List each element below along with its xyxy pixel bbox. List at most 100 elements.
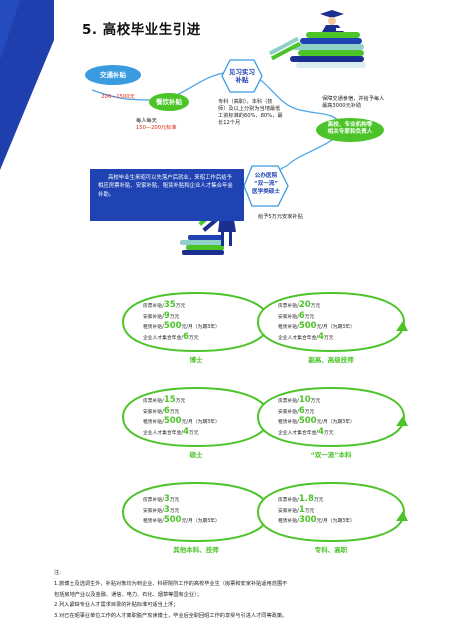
card-line: 租赁补贴/500元/月（为期3年） xyxy=(143,417,220,428)
card-outline xyxy=(256,481,408,543)
card-line: 租赁补贴/500元/月（为期3年） xyxy=(143,322,220,333)
card-line-label: 租赁补贴/ xyxy=(143,325,164,331)
card-line-label: 房票补贴/ xyxy=(143,304,164,309)
card-line: 企业人才集合年金/4万元 xyxy=(278,331,355,344)
card-line: 企业人才集合年金/4万元 xyxy=(278,426,355,439)
intern-desc-1: 专科（高职），本科（技 xyxy=(218,99,273,105)
card-line-value: 1.8 xyxy=(298,494,314,504)
traffic-subsidy-label: 交通补贴 xyxy=(100,71,126,79)
card-line-label: 房票补贴/ xyxy=(143,399,164,404)
card-line-unit: 万元 xyxy=(188,430,199,436)
card-line-value: 15 xyxy=(163,395,176,405)
card-line: 安家补贴/6万元 xyxy=(278,310,355,323)
card-line-value: 500 xyxy=(298,321,317,332)
intern-subsidy-label-1: 见习实习 xyxy=(229,68,255,76)
card-lines: 房票补贴/35万元安家补贴/9万元租赁补贴/500元/月（为期3年）企业人才集合… xyxy=(143,301,220,343)
card-line-unit: 万元 xyxy=(304,508,315,514)
notes-heading: 注: xyxy=(54,570,61,576)
card-lines: 房票补贴/20万元安家补贴/6万元租赁补贴/500元/月（为期3年）企业人才集合… xyxy=(278,301,355,343)
meal-subsidy-desc-2: 150—200元标准 xyxy=(136,125,177,131)
card-line-unit: 万元 xyxy=(175,304,186,309)
card-line-value: 1 xyxy=(298,504,305,515)
card-label: “双一流”本科 xyxy=(310,451,352,459)
card-line-label: 房票补贴/ xyxy=(278,304,299,309)
card-line: 安家补贴/3万元 xyxy=(143,504,220,517)
card-line-label: 安家补贴/ xyxy=(278,409,299,415)
card-line-unit: 万元 xyxy=(304,409,315,415)
university-label-1: 高校、专业机构等 xyxy=(327,122,373,128)
card-label: 硕士 xyxy=(189,451,203,459)
subsidy-card: 房票补贴/1.8万元安家补贴/1万元租赁补贴/300元/月（为期3年）专科、高职 xyxy=(254,481,408,557)
card-line-unit: 万元 xyxy=(169,508,180,514)
hospital-label-2: “双一流” xyxy=(253,181,279,187)
flow-diagram xyxy=(85,10,384,255)
books-illustration-top xyxy=(268,10,366,68)
card-line-value: 9 xyxy=(163,310,170,321)
traffic-subsidy-amount: 200—1500元 xyxy=(101,94,135,100)
card-line-unit: 万元 xyxy=(323,430,334,436)
card-line-value: 500 xyxy=(163,321,182,332)
intern-desc-3: 工资标准的60%、80%，最 xyxy=(218,113,283,119)
card-line: 租赁补贴/500元/月（为期3年） xyxy=(278,417,355,428)
card-line-label: 安家补贴/ xyxy=(278,314,299,320)
hospital-label-3: 医学类硕士 xyxy=(252,189,280,195)
note-2: 2.列入紧缺专业人才需求目录的补贴标准可适当上浮； xyxy=(54,602,179,609)
card-line: 企业人才集合年金/6万元 xyxy=(143,332,220,344)
section-title: 5. 高校毕业生引进 xyxy=(82,22,201,38)
card-line-unit: 万元 xyxy=(304,314,315,320)
card-line: 安家补贴/6万元 xyxy=(143,405,220,418)
card-line: 房票补贴/10万元 xyxy=(278,396,355,407)
card-line-value: 500 xyxy=(298,416,317,427)
subsidy-card: 房票补贴/20万元安家补贴/6万元租赁补贴/500元/月（为期3年）企业人才集合… xyxy=(254,291,408,367)
card-line-label: 安家补贴/ xyxy=(143,314,164,320)
notes-section: 注: 1.旅博士及选调生外，补贴对象均为到企业、科研院所工作的高校毕业生（房票和… xyxy=(54,568,440,622)
card-line: 企业人才集合年金/4万元 xyxy=(143,426,220,439)
note-3: 3.对已在昭事业单位工作的人才离职脱产攻读博士，毕业后全职回昭工作的享受与引进人… xyxy=(54,613,288,620)
card-label: 其他本科、技师 xyxy=(173,546,219,554)
card-line-value: 4 xyxy=(318,426,324,437)
meal-subsidy-desc-1: 每人每天 xyxy=(136,118,157,124)
card-line: 房票补贴/20万元 xyxy=(278,301,355,312)
card-arrow-icon xyxy=(396,321,408,331)
card-line-value: 6 xyxy=(163,405,170,416)
card-lines: 房票补贴/15万元安家补贴/6万元租赁补贴/500元/月（为期3年）企业人才集合… xyxy=(143,396,220,438)
card-arrow-icon xyxy=(396,511,408,521)
card-line-value: 3 xyxy=(163,504,170,515)
card-line-unit: 万元 xyxy=(188,335,199,341)
card-outline xyxy=(256,291,408,353)
card-line-value: 35 xyxy=(163,300,176,310)
card-line-label: 企业人才集合年金/ xyxy=(143,335,183,341)
corner-decoration xyxy=(0,0,54,170)
card-line-label: 企业人才集合年金/ xyxy=(278,430,318,436)
card-line-unit: 万元 xyxy=(310,399,321,404)
card-line: 房票补贴/3万元 xyxy=(143,495,220,506)
card-line-value: 4 xyxy=(183,426,189,437)
university-desc-2: 最高3000元补助 xyxy=(322,103,362,109)
card-line: 房票补贴/15万元 xyxy=(143,396,220,407)
card-line-value: 4 xyxy=(318,331,324,342)
intern-desc-2: 师）及以上分别为当地最低 xyxy=(218,106,281,112)
meal-subsidy-label: 餐饮补贴 xyxy=(156,98,182,106)
card-line-unit: 万元 xyxy=(169,314,180,320)
card-line-unit: 万元 xyxy=(323,335,334,341)
card-label: 专科、高职 xyxy=(314,546,348,554)
card-label: 副高、高级技师 xyxy=(308,356,354,364)
card-line-label: 租赁补贴/ xyxy=(143,420,164,426)
card-line-value: 6 xyxy=(298,310,305,321)
card-line-unit: 元/月（为期3年） xyxy=(181,325,220,331)
intern-desc-4: 长12个月 xyxy=(218,120,241,126)
card-line: 安家补贴/1万元 xyxy=(278,504,355,517)
card-line-label: 租赁补贴/ xyxy=(278,519,299,525)
hospital-desc: 给予5万元安家补贴 xyxy=(258,214,303,220)
university-label-2: 相关专家和负责人 xyxy=(327,129,373,135)
card-line-value: 6 xyxy=(298,405,305,416)
card-line-unit: 万元 xyxy=(169,409,180,415)
card-line-label: 房票补贴/ xyxy=(278,498,299,503)
hospital-label-1: 公办医院 xyxy=(254,173,278,179)
card-line-label: 租赁补贴/ xyxy=(278,420,299,426)
card-line-label: 房票补贴/ xyxy=(143,498,164,503)
card-line: 安家补贴/9万元 xyxy=(143,310,220,323)
graduate-policy-text: 高校毕业生来昭可以先落户后就业，来昭工作后给予相应房票补贴、安家补贴、租赁补贴和… xyxy=(90,169,244,221)
note-1-continued: 包括房地产业以及金融、通信、电力、石化、烟草等国有企业）； xyxy=(54,591,202,598)
